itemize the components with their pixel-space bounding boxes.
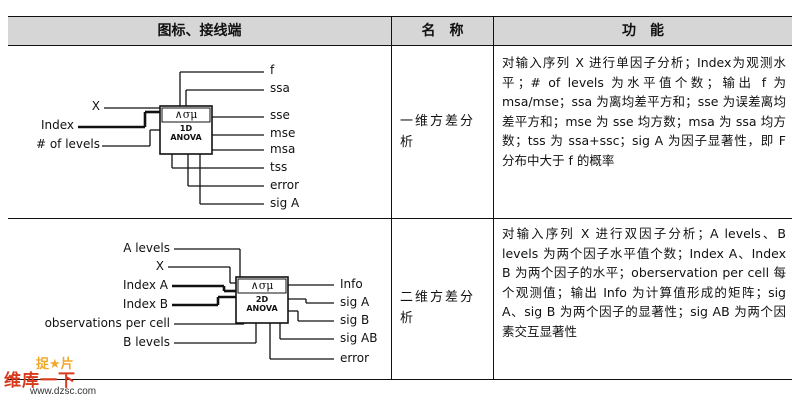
terminal-x: X bbox=[91, 99, 100, 113]
column-divider bbox=[493, 17, 494, 379]
terminal-index: Index bbox=[40, 118, 74, 132]
header-function: 功 能 bbox=[622, 23, 664, 39]
row1-name: 一维方差分析 bbox=[400, 114, 476, 150]
header-icon-terminals: 图标、接线端 bbox=[157, 23, 242, 39]
function-table: 图标、接线端 名 称 功 能 ∧σμ bbox=[8, 16, 792, 380]
terminal-index-a: Index A bbox=[122, 278, 168, 292]
terminal-sig-b: sig B bbox=[340, 313, 370, 327]
terminal-b-levels: B levels bbox=[123, 335, 170, 349]
row-divider bbox=[8, 218, 792, 219]
anova-1d-symbol: ∧σμ bbox=[174, 108, 198, 121]
anova-1d-label-1: 1D bbox=[179, 124, 193, 133]
terminal-f: f bbox=[270, 63, 275, 77]
anova-2d-icon bbox=[168, 248, 334, 360]
table-header: 图标、接线端 名 称 功 能 bbox=[8, 17, 792, 46]
anova-2d-symbol: ∧σμ bbox=[250, 279, 274, 292]
terminal-error2: error bbox=[340, 351, 370, 365]
terminal-info: Info bbox=[340, 277, 363, 291]
watermark-url: www.dzsc.com bbox=[30, 386, 97, 397]
terminal-x2: X bbox=[155, 259, 164, 273]
row1-function: 对输入序列 X 进行单因子分析；Index为观测水平；# of levels 为… bbox=[502, 55, 786, 168]
terminal-sig-a: sig A bbox=[270, 196, 300, 210]
anova-1d-icon bbox=[78, 71, 264, 205]
terminal-observations: observations per cell bbox=[44, 316, 170, 330]
terminal-tss: tss bbox=[270, 160, 288, 174]
terminal-index-b: Index B bbox=[122, 297, 168, 311]
anova-2d-label-2: ANOVA bbox=[246, 304, 278, 313]
column-divider bbox=[391, 17, 392, 379]
anova-1d-label-2: ANOVA bbox=[170, 133, 202, 142]
anova-2d-label-1: 2D bbox=[255, 295, 269, 304]
terminal-mse: mse bbox=[270, 126, 296, 140]
watermark-tag: 捉★片 bbox=[36, 357, 74, 372]
terminal-num-levels: # of levels bbox=[35, 137, 100, 151]
terminal-msa: msa bbox=[270, 142, 296, 156]
watermark-brand: 维库一下 bbox=[4, 371, 76, 391]
row2-function: 对输入序列 X 进行双因子分析；A levels、B levels 为两个因子水… bbox=[502, 226, 786, 339]
terminal-error: error bbox=[270, 178, 300, 192]
terminal-sse: sse bbox=[270, 108, 290, 122]
terminal-a-levels: A levels bbox=[123, 241, 170, 255]
row2-name: 二维方差分析 bbox=[400, 290, 476, 326]
header-name: 名 称 bbox=[421, 23, 464, 39]
terminal-ssa: ssa bbox=[270, 81, 290, 95]
terminal-sig-ab: sig AB bbox=[340, 331, 378, 345]
terminal-sig-a2: sig A bbox=[340, 295, 370, 309]
